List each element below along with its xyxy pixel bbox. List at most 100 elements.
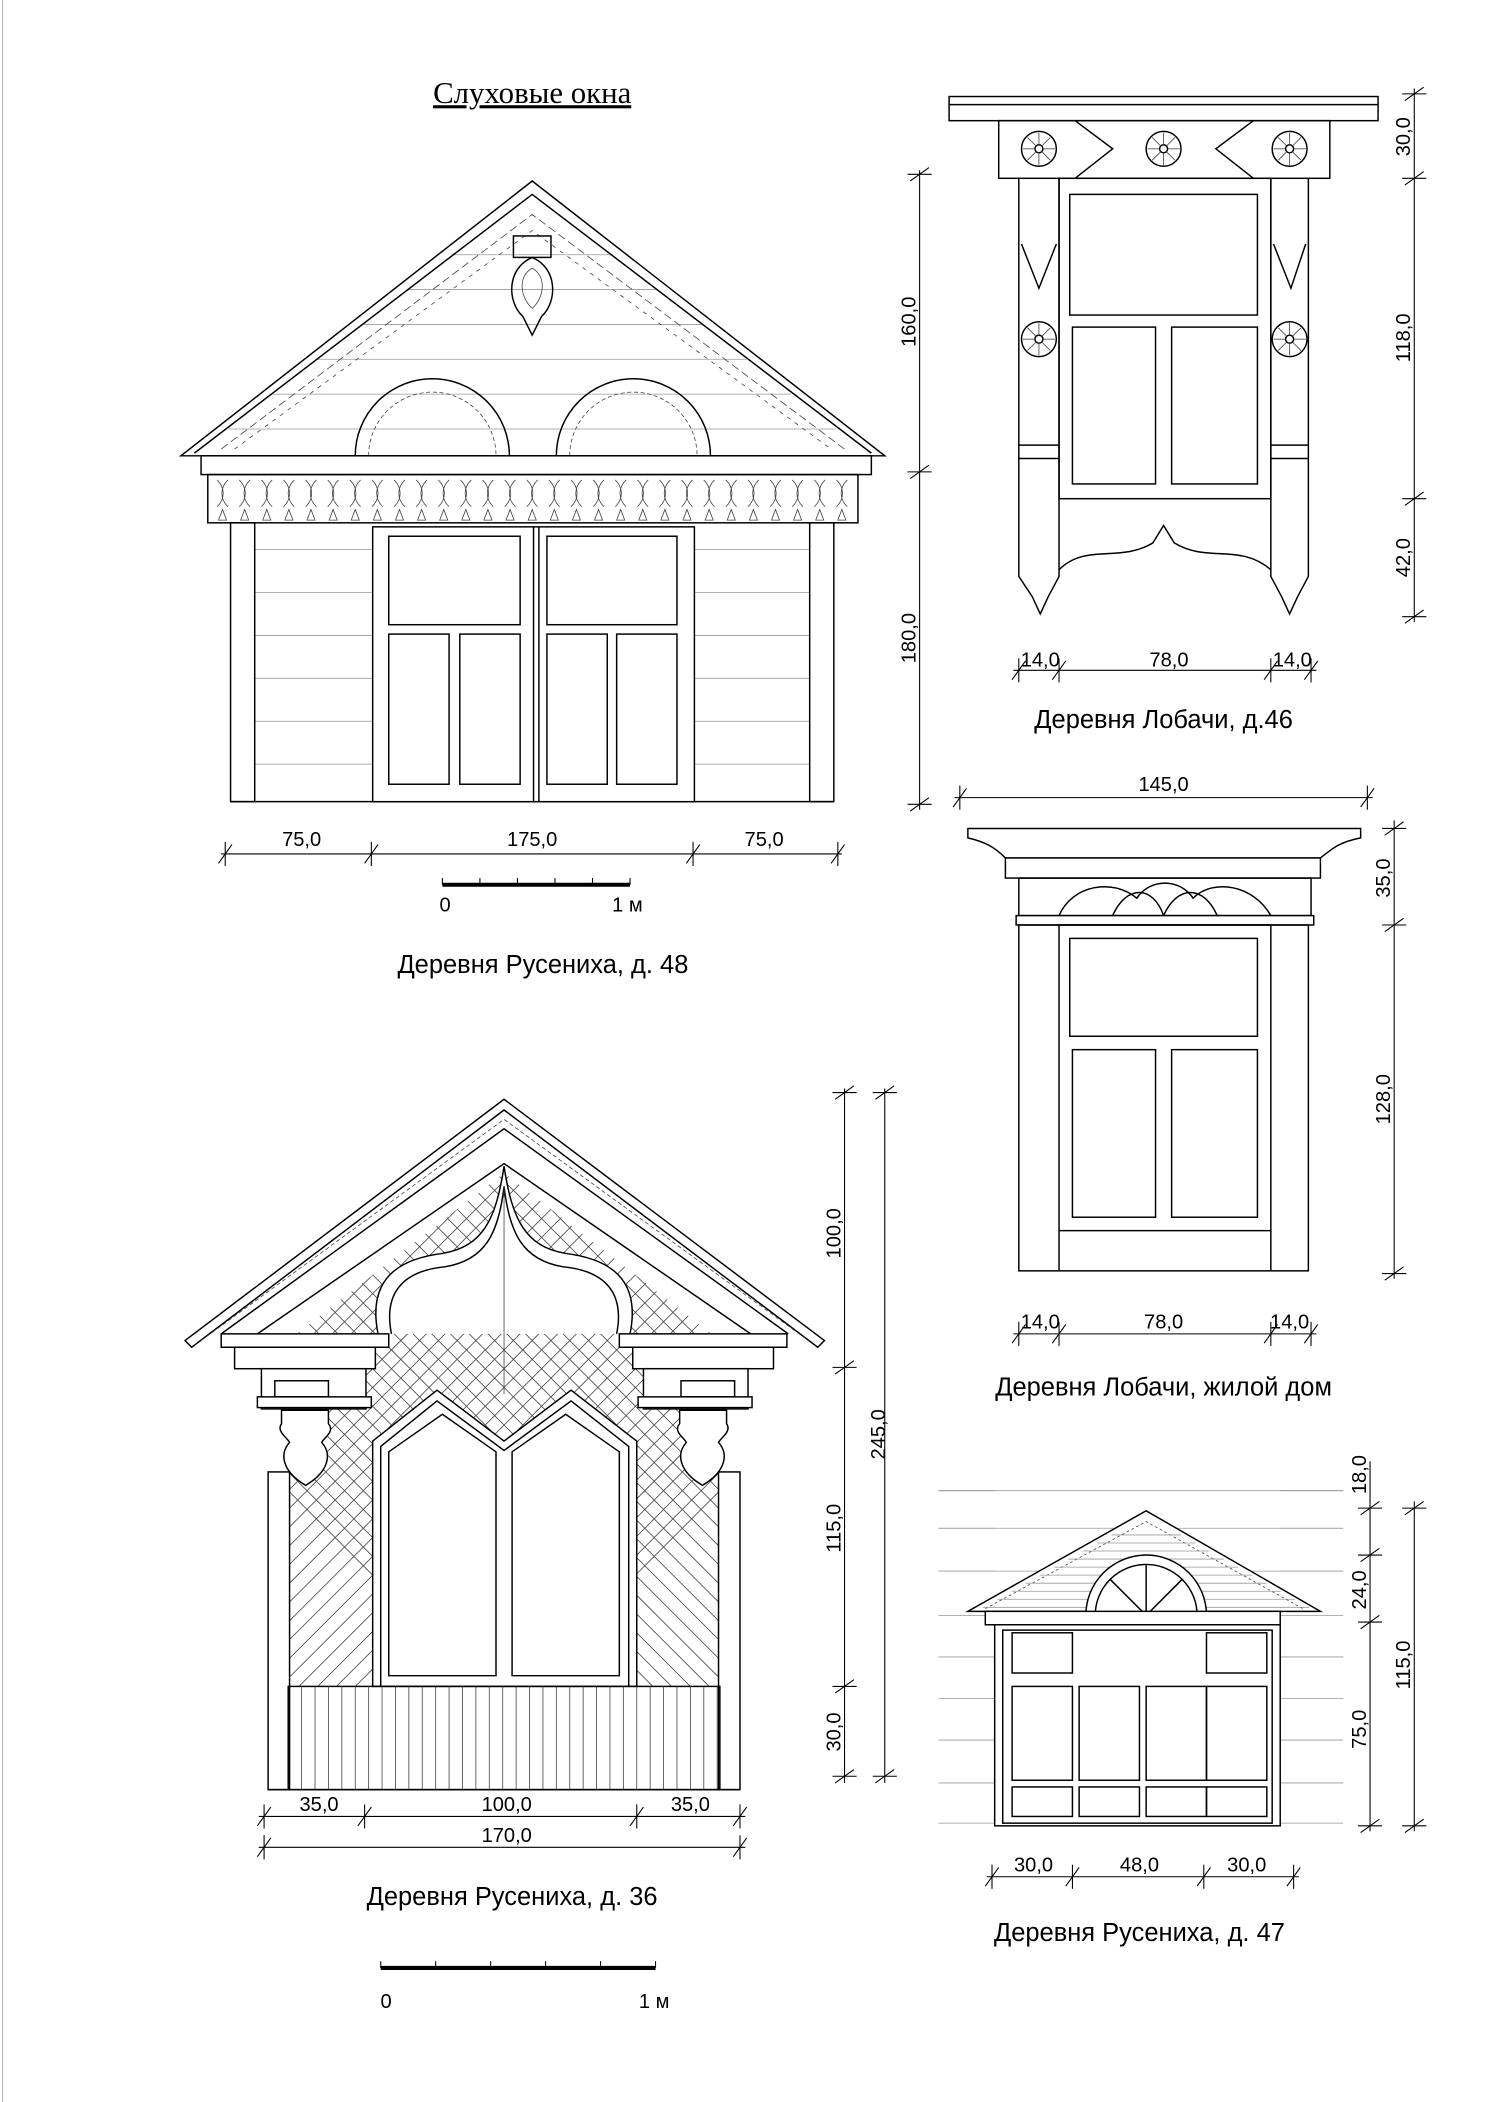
rosette-spoke	[1151, 137, 1162, 147]
fretwork-motif	[393, 479, 406, 521]
dimension-label: 128,0	[1373, 1074, 1395, 1124]
scale-zero: 0	[380, 1991, 391, 2013]
cornice-band	[984, 1610, 1281, 1626]
dimension-ticks	[907, 167, 932, 812]
drawing-caption: Деревня Лобачи, жилой дом	[995, 1374, 1332, 1402]
rosette-spoke	[1292, 341, 1302, 351]
window-sash-right	[511, 1413, 621, 1677]
fretwork-motif	[836, 479, 848, 521]
window-frame	[1058, 924, 1272, 1232]
jamb-notch	[1020, 243, 1058, 291]
hatch-line	[288, 1172, 494, 1687]
pilaster-right	[808, 522, 835, 803]
dimension-label: 118,0	[1393, 313, 1415, 362]
arch-left-beads	[368, 391, 497, 456]
rosette-spoke	[1166, 151, 1176, 161]
window-pane	[1078, 1685, 1141, 1781]
dimension-label: 48,0	[1120, 1854, 1159, 1876]
dimension-label: 30,0	[824, 1712, 846, 1751]
fretwork-motif	[349, 479, 361, 521]
hatch-line	[288, 1172, 419, 1687]
rosette-spoke	[1151, 151, 1162, 161]
scale-bar	[441, 878, 631, 887]
fretwork-motif	[305, 479, 317, 521]
gable-dentils	[985, 1521, 1304, 1610]
drawing-lobachi-46: 30,0 118,0 42,0 14,0 78,0 14,0 Деревня Л…	[948, 86, 1427, 734]
wall-siding-lines	[938, 1490, 1344, 1824]
window-sash-left	[388, 1413, 497, 1677]
door-panel	[388, 535, 521, 626]
arch-left	[354, 377, 511, 456]
hatch-line	[0, 1173, 62, 1709]
rosette-spoke	[1041, 151, 1051, 161]
rosette-spoke	[1292, 137, 1302, 147]
fretwork-motif	[814, 479, 826, 521]
dimension-label: 100,0	[824, 1208, 846, 1258]
dimension-label: 78,0	[1144, 1311, 1183, 1333]
roof-outline	[183, 1098, 826, 1349]
dimension-ticks	[952, 785, 1375, 810]
drawing-caption: Деревня Русениха, д. 47	[994, 1919, 1285, 1947]
rosette-ring	[1271, 321, 1308, 358]
scale-zero: 0	[439, 895, 450, 917]
door-panel	[546, 633, 609, 785]
dimension-ticks	[256, 1835, 748, 1860]
arch-right	[555, 377, 712, 456]
hatch-line	[0, 1173, 212, 1709]
scale-one-meter: 1 м	[612, 895, 643, 917]
dimension-ticks	[832, 1085, 857, 1784]
rosette-ornament	[1271, 130, 1308, 167]
gable-sawtooth-trim	[220, 213, 845, 450]
fretwork-motif	[615, 479, 627, 521]
scale-bar	[380, 1961, 657, 1970]
frieze-board	[997, 119, 1331, 180]
hatch-line	[0, 1173, 43, 1709]
roof-inner	[220, 1127, 789, 1335]
frieze-notch	[1074, 120, 1114, 179]
dimension-label: 30,0	[1227, 1854, 1266, 1876]
fretwork-motif	[482, 479, 494, 521]
dimension-label: 78,0	[1149, 649, 1188, 671]
rosette-center	[1284, 334, 1295, 344]
dimension-ticks	[256, 1804, 748, 1829]
dimension-label: 175,0	[507, 829, 557, 851]
vertical-boards	[301, 1686, 718, 1790]
door-panel	[546, 535, 678, 626]
rosette-spoke	[1277, 341, 1288, 351]
rosette-spoke	[1166, 137, 1176, 147]
dimension-label: 75,0	[282, 829, 321, 851]
drawing-rusenikha-36: 100,0 115,0 30,0 245,0 35,0 100,0 35,0 1…	[0, 1085, 897, 2013]
dimension-label: 170,0	[482, 1825, 532, 1847]
hatch-line	[0, 1173, 137, 1709]
door-panel	[459, 633, 521, 785]
pilaster-left	[267, 1471, 291, 1791]
rosette-center	[1284, 144, 1295, 154]
rosette-spoke	[1027, 327, 1037, 337]
rosette-spoke	[1041, 327, 1051, 337]
apron-curve	[1058, 524, 1272, 571]
rosette-ornament	[1020, 130, 1058, 167]
dimension-label: 35,0	[299, 1794, 338, 1816]
fretwork-motif	[703, 479, 715, 521]
dimension-ticks	[1011, 658, 1319, 683]
pilaster-right	[717, 1471, 741, 1791]
gable-ornament	[511, 235, 554, 337]
window-frame	[1058, 177, 1272, 500]
dimension-ticks	[1011, 1321, 1319, 1346]
hatch-line	[0, 1173, 99, 1709]
dimension-ticks	[1402, 86, 1427, 624]
fretwork-motif	[261, 479, 273, 521]
fretwork-motif	[769, 479, 782, 521]
pilaster-left	[229, 522, 256, 803]
roof-dentils	[200, 1118, 809, 1341]
dimension-label: 100,0	[482, 1794, 532, 1816]
gable-board	[193, 193, 872, 454]
dimension-ticks	[1382, 821, 1407, 1281]
fretwork-motif	[216, 479, 229, 521]
fretwork-motif	[548, 479, 560, 521]
dimension-label: 145,0	[1138, 774, 1188, 796]
rosette-ring	[1145, 130, 1182, 167]
rosette-spoke	[1027, 341, 1037, 351]
fretwork-motif	[592, 479, 605, 521]
rosette-spoke	[1292, 151, 1302, 161]
